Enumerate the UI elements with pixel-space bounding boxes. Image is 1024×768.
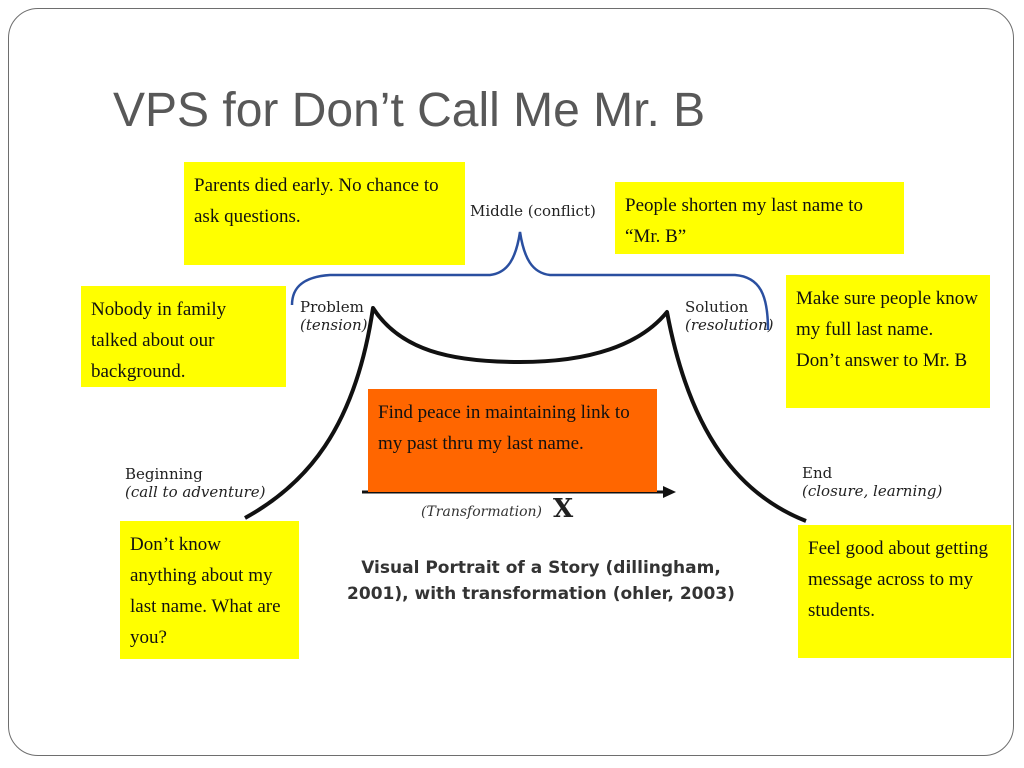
- middle-label: Middle (conflict): [470, 202, 596, 220]
- diagram-caption: Visual Portrait of a Story (dillingham, …: [318, 555, 764, 607]
- note-dont-know: Don’t know anything about my last name. …: [120, 521, 299, 659]
- caption-line-2: 2001), with transformation (ohler, 2003): [347, 584, 735, 604]
- transformation-label: (Transformation): [421, 504, 542, 520]
- story-arc: [244, 306, 807, 523]
- note-find-peace: Find peace in maintaining link to my pas…: [368, 389, 657, 492]
- note-parents: Parents died early. No chance to ask que…: [184, 162, 465, 265]
- problem-subtitle: (tension): [300, 316, 368, 334]
- note-feel-good: Feel good about getting message across t…: [798, 525, 1011, 658]
- note-make-sure: Make sure people know my full last name.…: [786, 275, 990, 408]
- end-label: End (closure, learning): [802, 464, 942, 500]
- beginning-subtitle: (call to adventure): [125, 483, 266, 501]
- solution-title: Solution: [685, 298, 749, 316]
- beginning-title: Beginning: [125, 465, 203, 483]
- beginning-label: Beginning (call to adventure): [125, 465, 266, 501]
- note-shorten: People shorten my last name to “Mr. B”: [615, 182, 904, 254]
- solution-label: Solution (resolution): [685, 298, 773, 334]
- arrow-head: [663, 486, 676, 498]
- note-nobody: Nobody in family talked about our backgr…: [81, 286, 286, 387]
- solution-subtitle: (resolution): [685, 316, 774, 334]
- x-mark: X: [553, 494, 574, 524]
- slide-title: VPS for Don’t Call Me Mr. B: [113, 84, 706, 137]
- problem-title: Problem: [300, 298, 364, 316]
- middle-brace: [290, 231, 770, 331]
- caption-line-1: Visual Portrait of a Story (dillingham,: [361, 558, 721, 578]
- end-title: End: [802, 464, 833, 482]
- end-subtitle: (closure, learning): [802, 482, 943, 500]
- problem-label: Problem (tension): [300, 298, 367, 334]
